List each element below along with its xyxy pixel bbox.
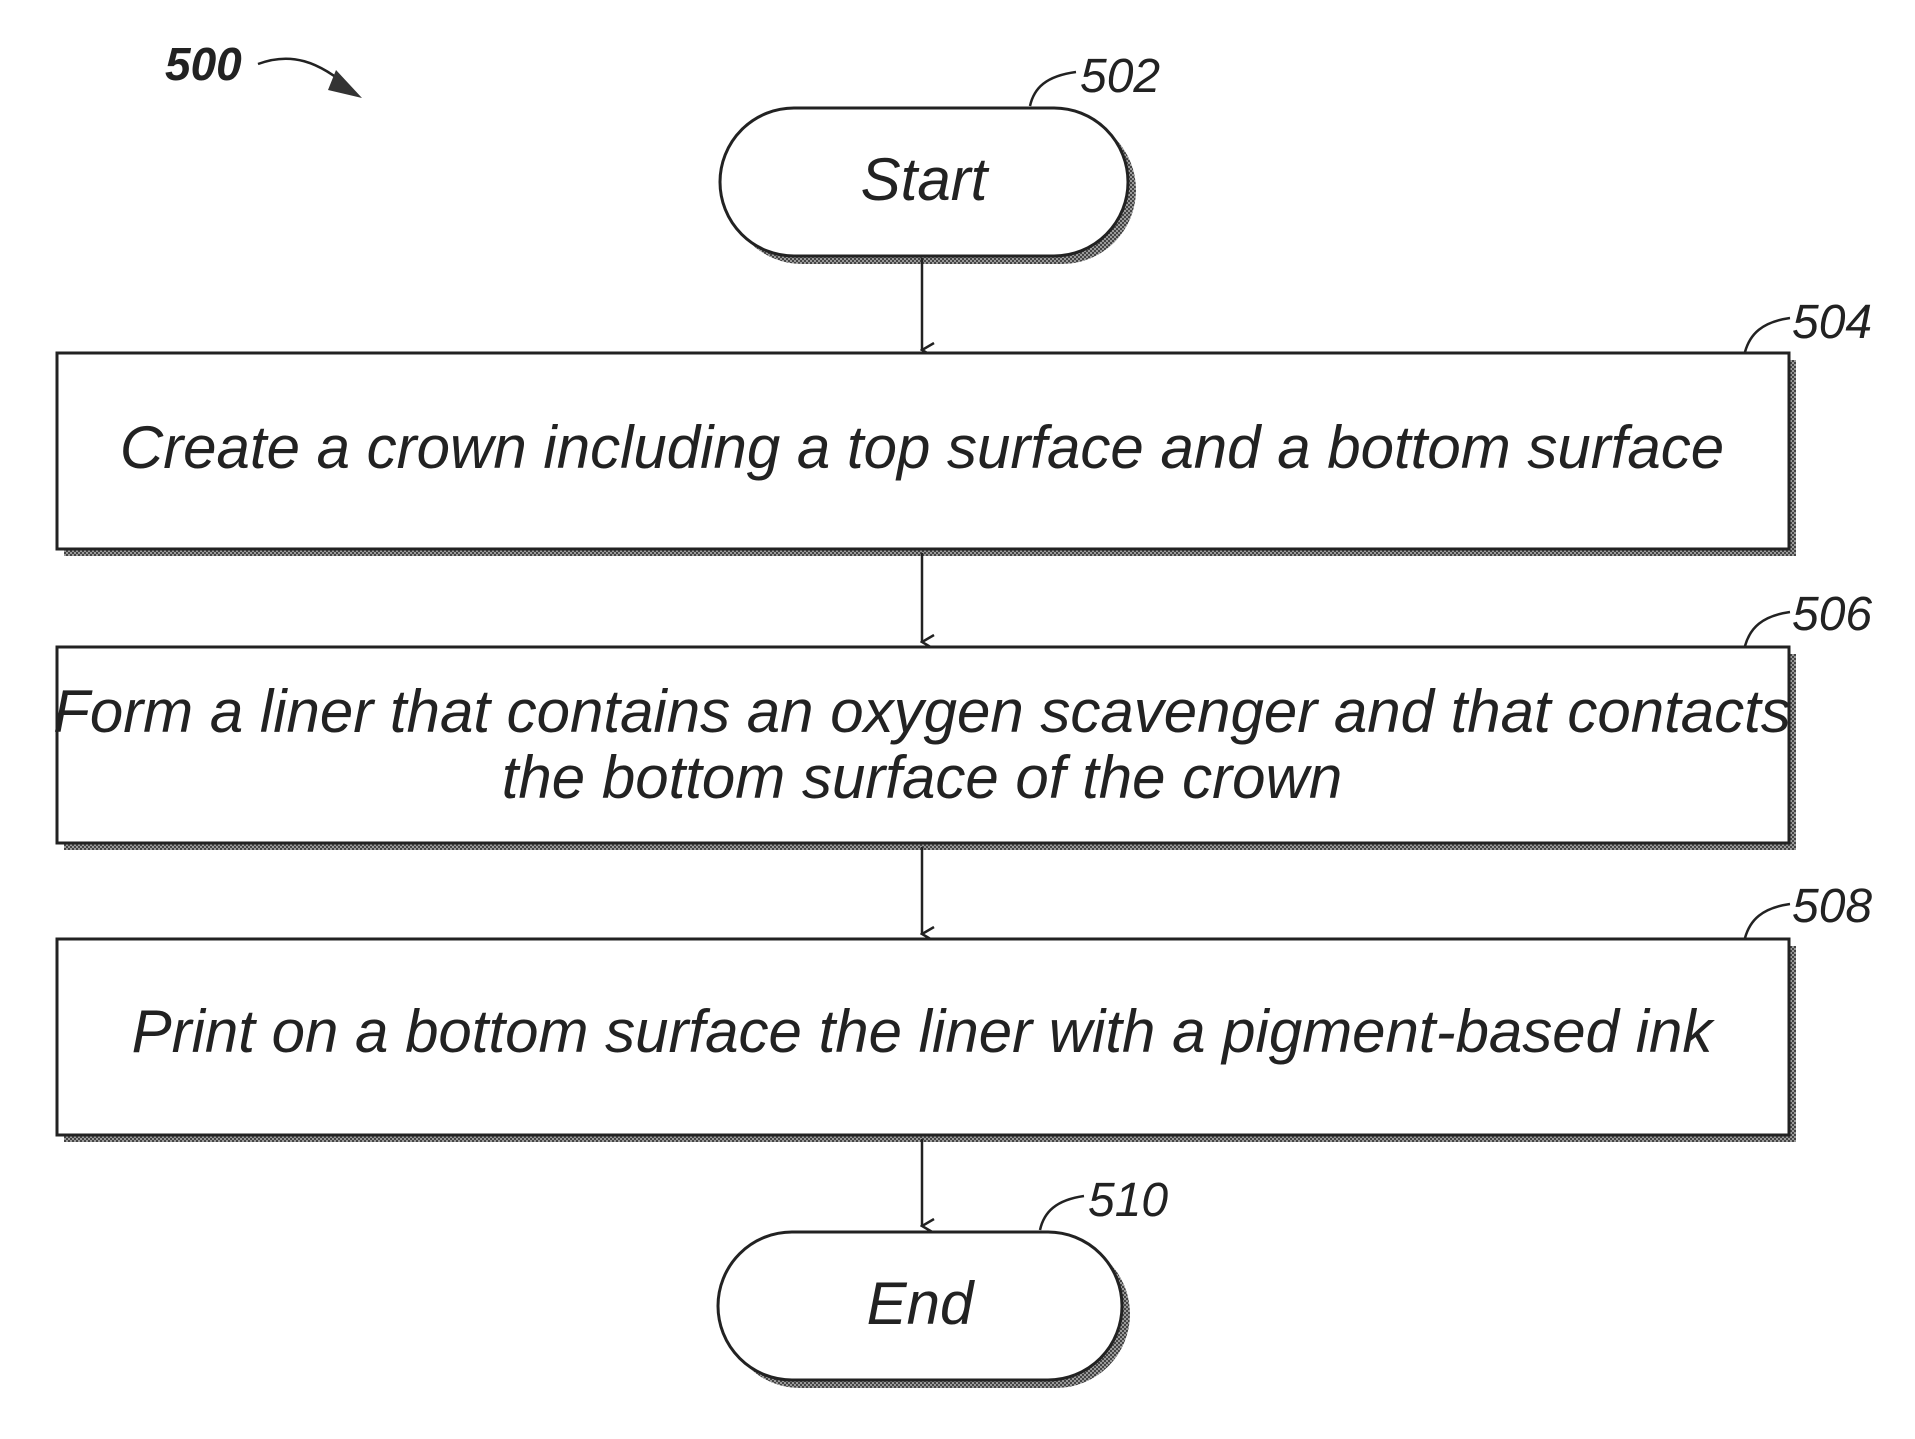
step-print-liner: Print on a bottom surface the liner with… xyxy=(57,880,1872,1142)
end-ref-leader xyxy=(1040,1196,1084,1230)
step2-ref-number: 506 xyxy=(1792,588,1872,641)
figure-number: 500 xyxy=(165,38,242,90)
figure-reference: 500 xyxy=(165,38,362,98)
end-terminal: End 510 xyxy=(718,1174,1168,1388)
step3-ref-leader xyxy=(1745,904,1790,938)
start-ref-leader xyxy=(1030,72,1076,106)
step2-ref-leader xyxy=(1745,612,1790,646)
start-label: Start xyxy=(861,146,990,213)
step1-ref-leader xyxy=(1745,318,1790,352)
step-create-crown: Create a crown including a top surface a… xyxy=(57,296,1872,556)
step3-ref-number: 508 xyxy=(1792,880,1872,933)
step1-label: Create a crown including a top surface a… xyxy=(120,414,1724,481)
step2-label-line2: the bottom surface of the crown xyxy=(502,744,1342,811)
start-ref-number: 502 xyxy=(1080,50,1160,103)
start-terminal: Start 502 xyxy=(720,50,1160,264)
end-ref-number: 510 xyxy=(1088,1174,1168,1227)
step-form-liner: Form a liner that contains an oxygen sca… xyxy=(53,588,1872,850)
step1-ref-number: 504 xyxy=(1792,296,1872,349)
end-label: End xyxy=(867,1270,975,1337)
step3-label: Print on a bottom surface the liner with… xyxy=(132,998,1716,1065)
step2-label-line1: Form a liner that contains an oxygen sca… xyxy=(53,678,1791,745)
